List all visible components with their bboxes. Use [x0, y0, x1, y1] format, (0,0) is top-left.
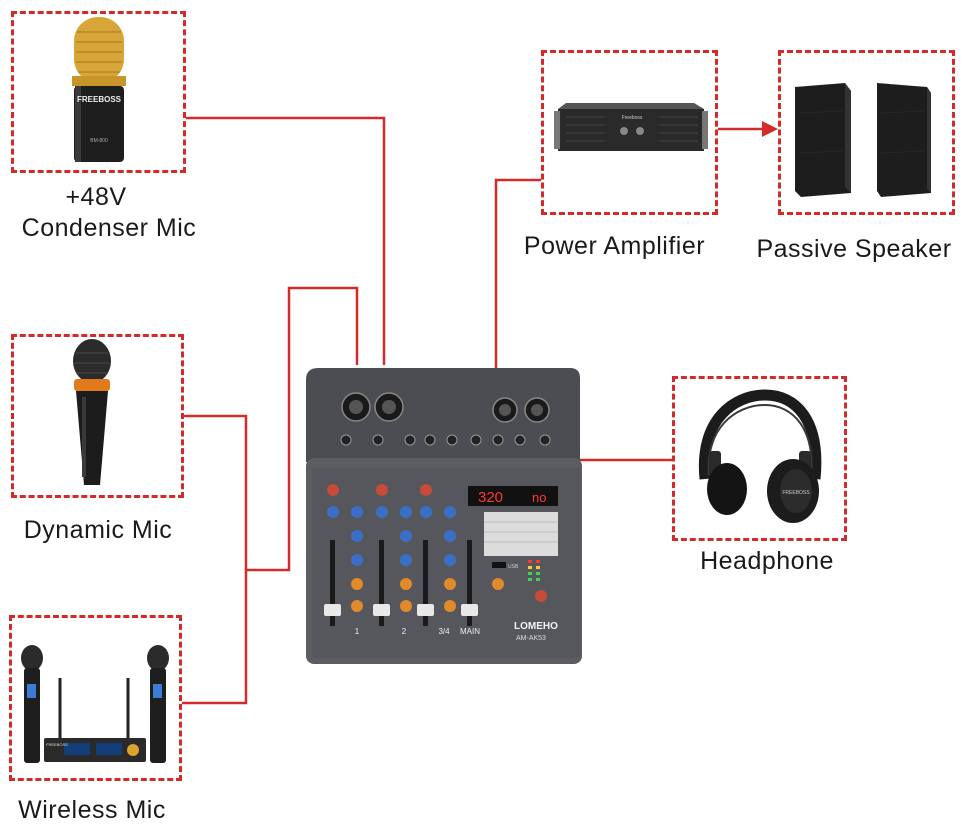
power-amplifier-label: Power Amplifier [523, 232, 706, 260]
passive-speaker-label: Passive Speaker [756, 235, 952, 263]
svg-text:BM-800: BM-800 [90, 138, 108, 144]
condenser-mic-cable [186, 116, 386, 365]
passive-speaker-box [778, 50, 955, 215]
headphone-box: FREEBOSS [672, 376, 847, 541]
dynamic-mic-image [73, 339, 111, 485]
headphone-image: FREEBOSS [698, 389, 822, 523]
condenser-mic-label-2: Condenser Mic [21, 214, 197, 242]
dynamic-mic-label: Dynamic Mic [23, 516, 173, 544]
amplifier-cable [494, 178, 541, 390]
arrow-head [762, 121, 778, 137]
wireless-mic-label: Wireless Mic [18, 796, 166, 824]
power-amplifier-image: Freeboss [554, 103, 708, 151]
condenser-mic-label-1: +48V [65, 183, 127, 211]
mic-brand: FREEBOSS [77, 95, 122, 104]
condenser-mic-image: FREEBOSS BM-800 [72, 17, 126, 162]
svg-text:Freeboss: Freeboss [622, 115, 643, 121]
svg-text:FREEBOSS: FREEBOSS [46, 742, 68, 747]
dynamic-mic-cable [184, 286, 359, 572]
condenser-mic-box: FREEBOSS BM-800 [11, 11, 186, 173]
passive-speaker-image [795, 83, 931, 197]
headphone-label: Headphone [700, 547, 834, 575]
power-amplifier-box: Freeboss [541, 50, 718, 215]
dynamic-mic-box [11, 334, 184, 498]
headphone-cable [543, 440, 672, 462]
svg-text:FREEBOSS: FREEBOSS [782, 490, 810, 496]
wireless-mic-image: FREEBOSS [21, 645, 169, 763]
wireless-mic-box: FREEBOSS [9, 615, 182, 781]
wireless-mic-cable [182, 570, 248, 705]
